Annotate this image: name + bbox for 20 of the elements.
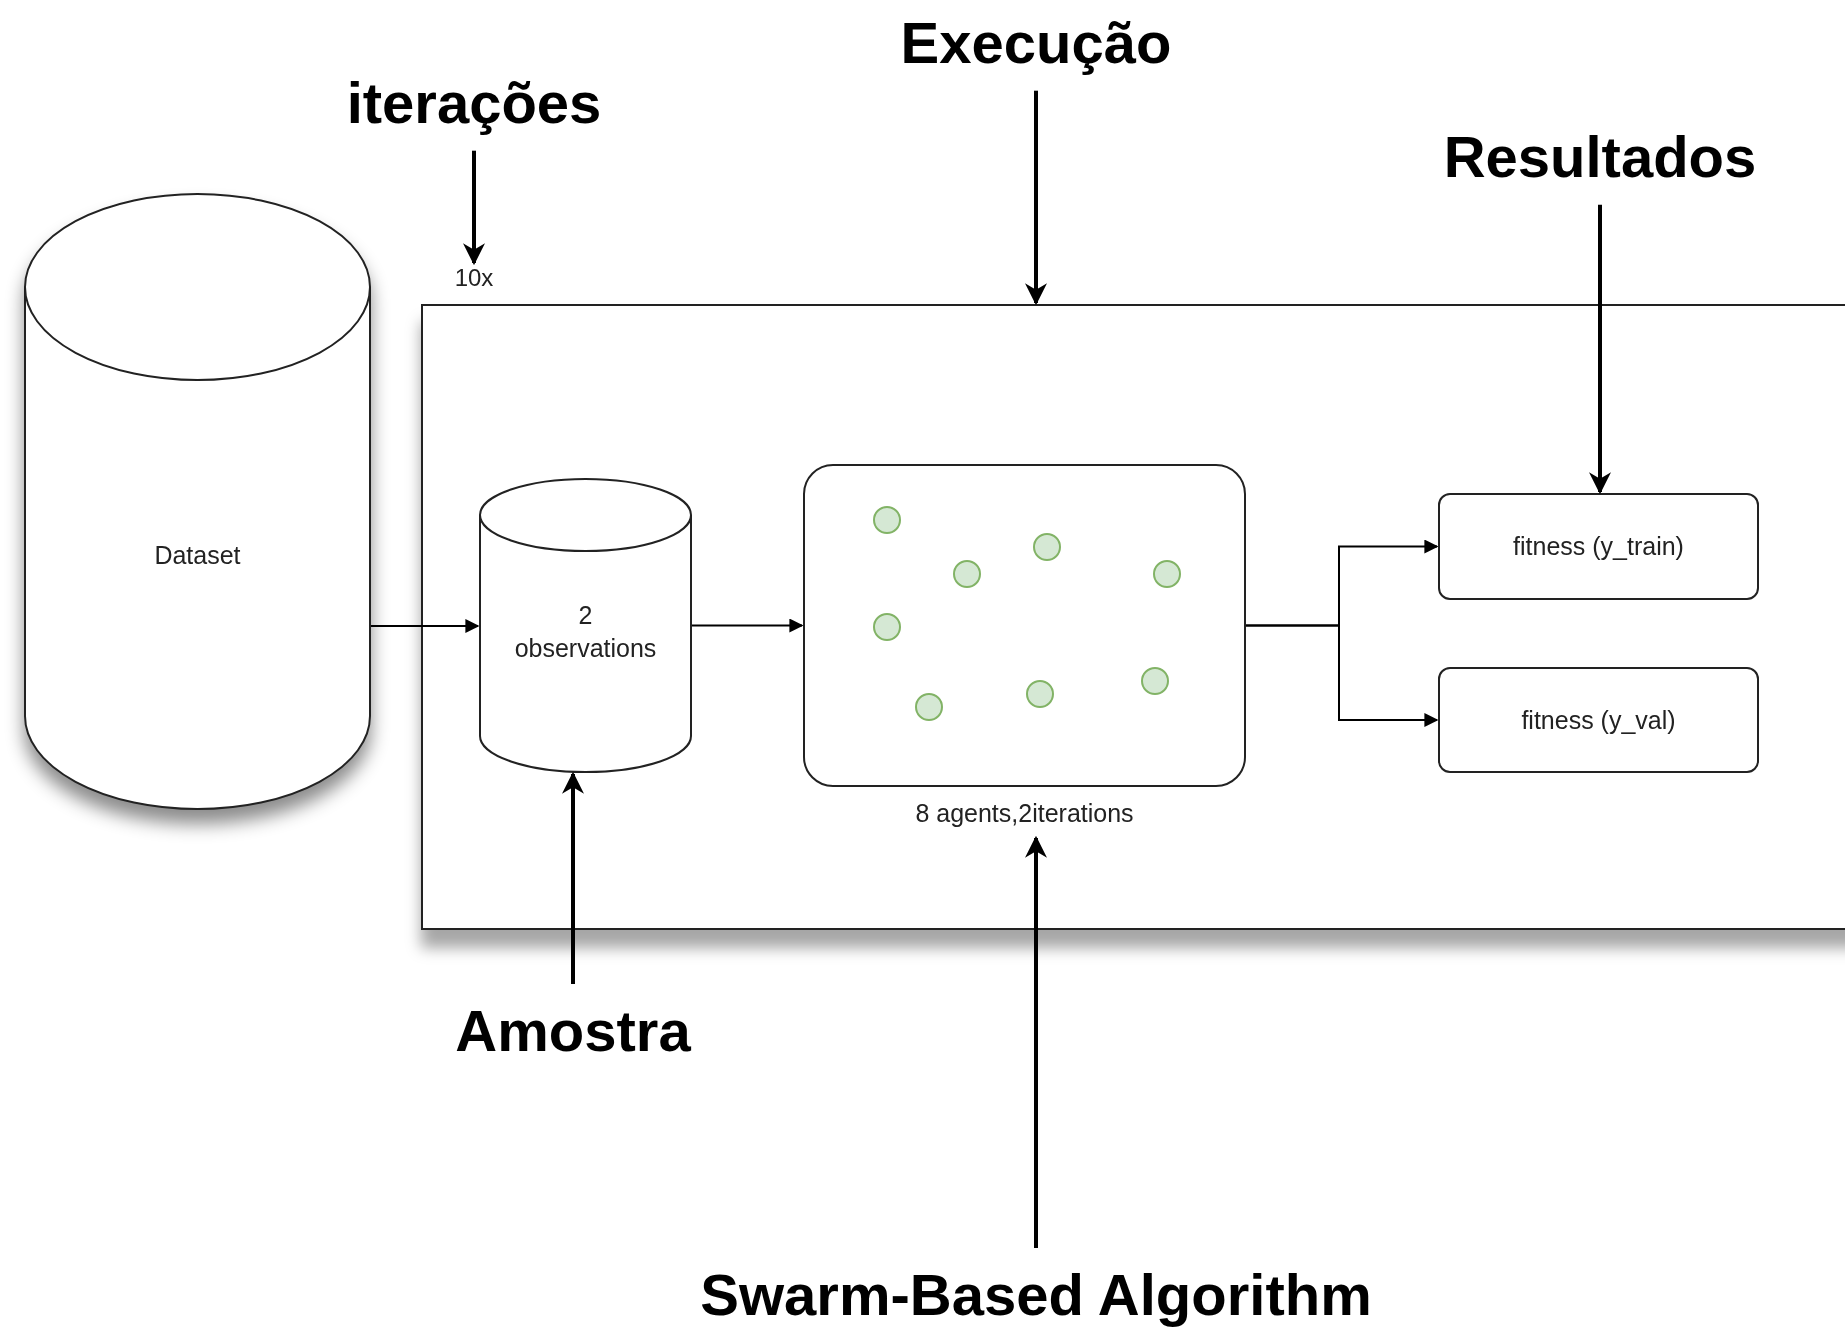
caption-text: 8 agents,2iterations — [915, 799, 1134, 828]
container-box — [421, 304, 1845, 930]
iteration-count: 10x — [454, 264, 494, 292]
process-box: fitness (y_train) — [1438, 493, 1759, 600]
arrow — [691, 618, 804, 633]
heading-text: Execução — [900, 10, 1172, 77]
heading-text: Swarm-Based Algorithm — [700, 1262, 1372, 1329]
arrow — [562, 771, 584, 984]
node-label: Dataset — [153, 540, 242, 571]
arrow — [463, 150, 485, 266]
heading-text: Amostra — [455, 998, 691, 1065]
node-label: 2 observations — [513, 600, 658, 664]
heading-text: Resultados — [1443, 124, 1757, 191]
arrow — [1025, 835, 1047, 1248]
heading-text: iterações — [346, 70, 602, 137]
arrow — [1245, 624, 1439, 727]
process-box: fitness (y_val) — [1438, 667, 1759, 773]
arrow — [1025, 90, 1047, 306]
arrow — [370, 619, 480, 633]
arrow — [1589, 204, 1611, 495]
